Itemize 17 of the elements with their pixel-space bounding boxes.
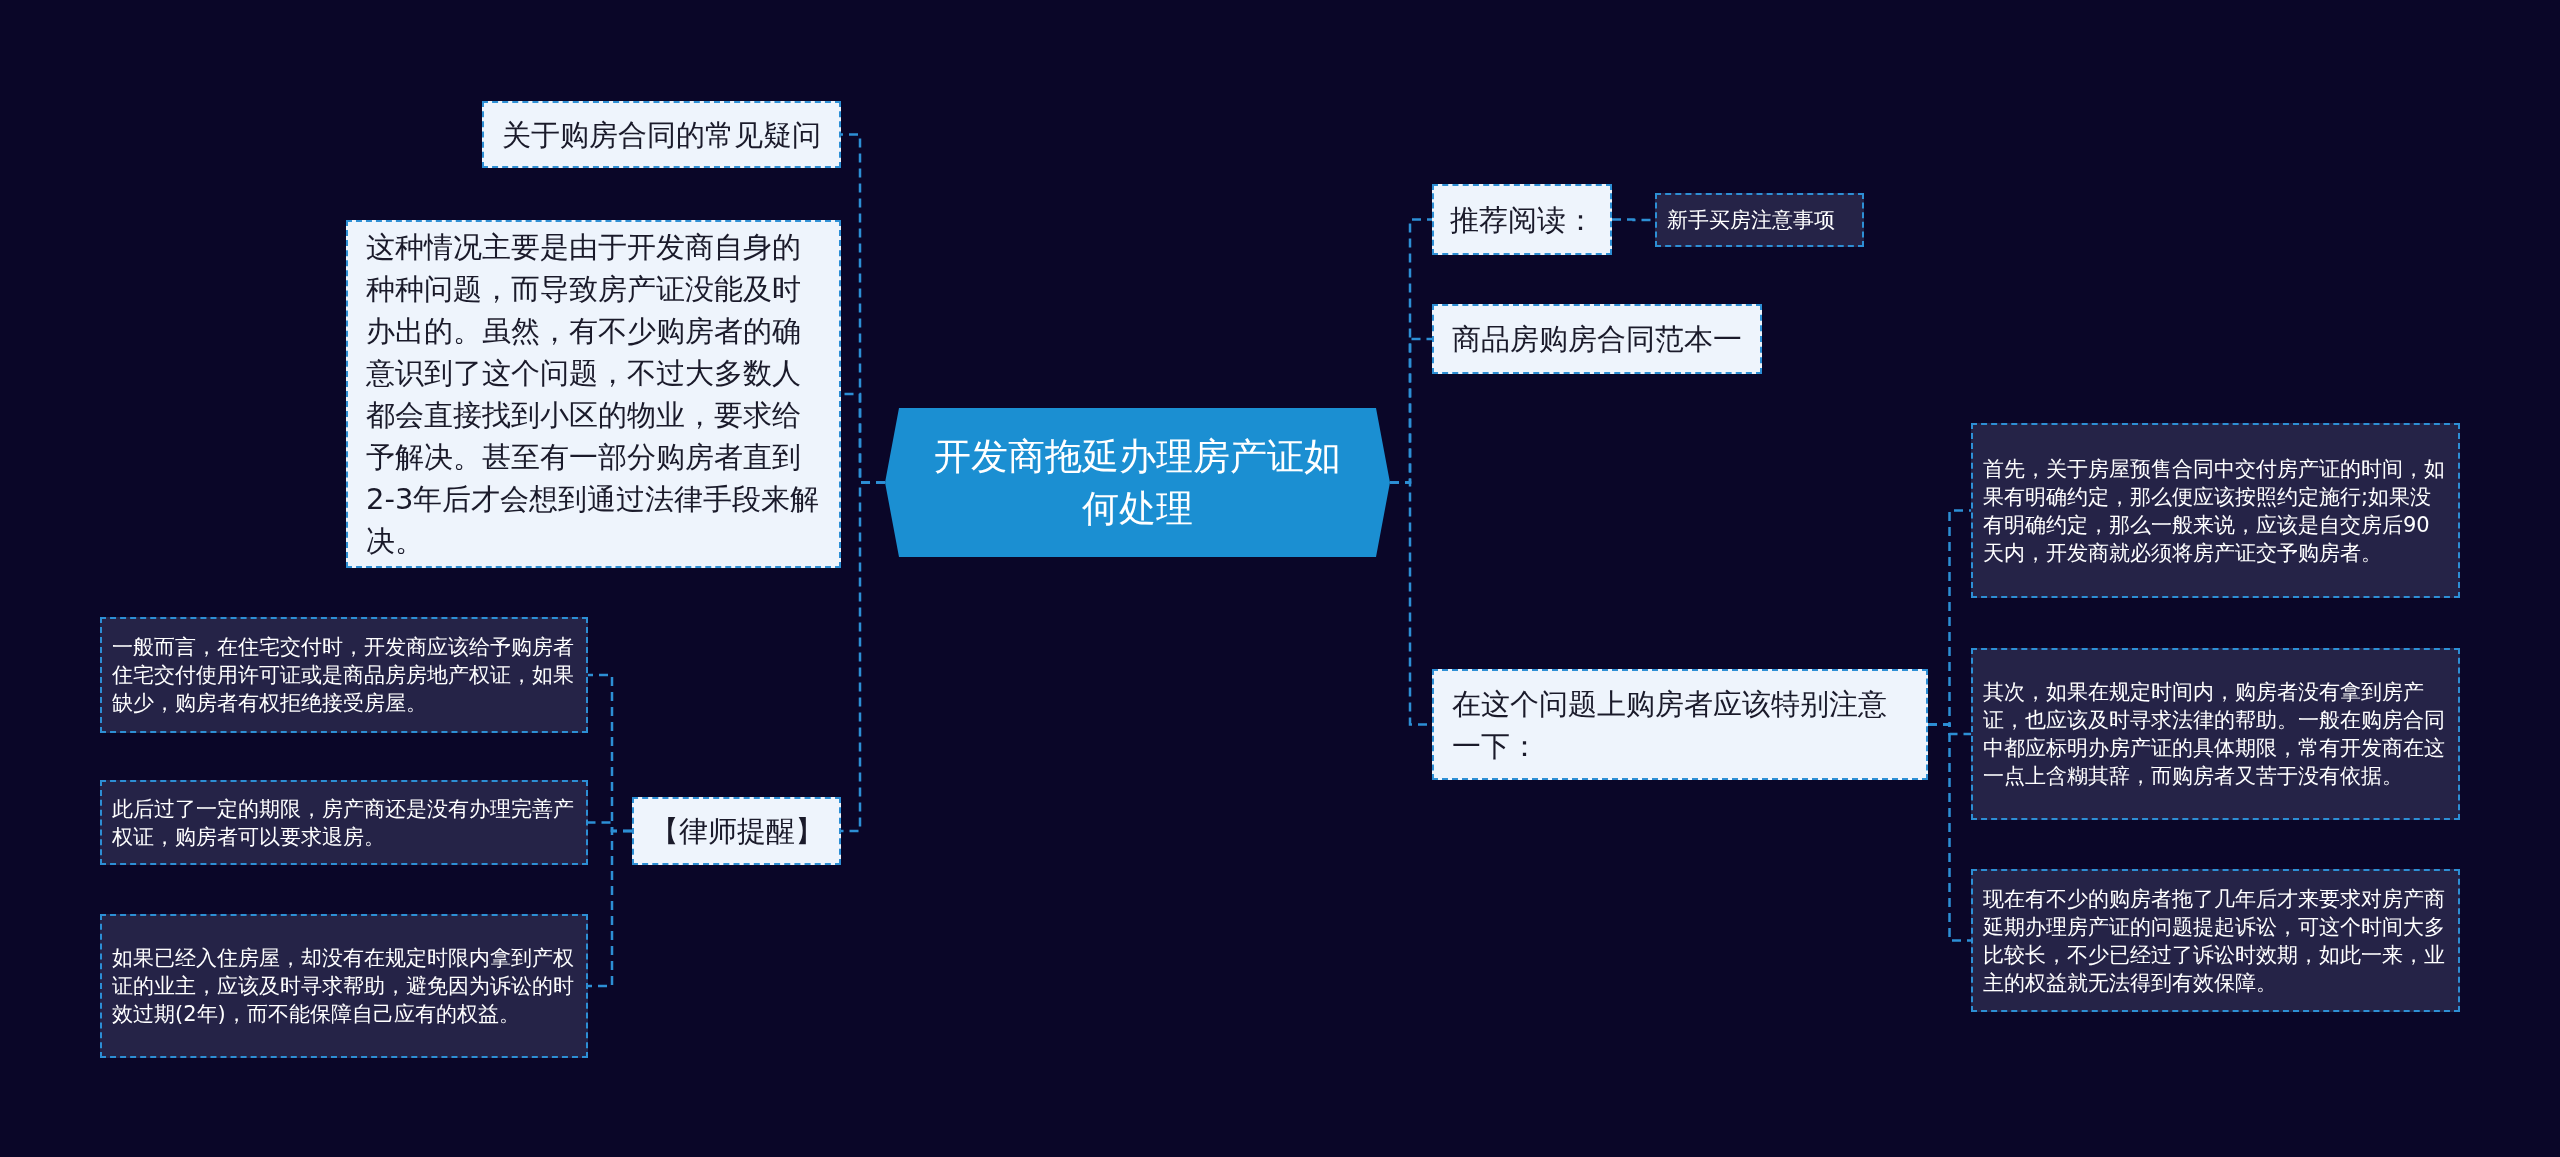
topic-box: 这种情况主要是由于开发商自身的种种问题，而导致房产证没能及时办出的。虽然，有不少购房者的确意识到了这个问题，不过大多数人都会直接找到小区的物业，要求给予解决。甚至有一部分购房者直到2-3年后才会想到通过法律手段来解决。 xyxy=(346,220,841,568)
subtopic-box: 新手买房注意事项 xyxy=(1655,193,1864,247)
topic-box: 在这个问题上购房者应该特别注意一下： xyxy=(1432,669,1928,780)
topic-box: 商品房购房合同范本一 xyxy=(1432,304,1762,374)
topic-box: 关于购房合同的常见疑问 xyxy=(482,101,841,168)
topic-box: 推荐阅读： xyxy=(1432,184,1612,255)
connector xyxy=(841,481,885,833)
central-topic: 开发商拖延办理房产证如何处理 xyxy=(885,408,1390,557)
subtopic-box: 此后过了一定的期限，房产商还是没有办理完善产权证，购房者可以要求退房。 xyxy=(100,780,588,865)
subtopic-box: 现在有不少的购房者拖了几年后才来要求对房产商延期办理房产证的问题提起诉讼，可这个时间大多比较长，不少已经过了诉讼时效期，如此一来，业主的权益就无法得到有效保障。 xyxy=(1971,869,2460,1012)
subtopic-box: 其次，如果在规定时间内，购房者没有拿到房产证，也应该及时寻求法律的帮助。一般在购房合同中都应标明办房产证的具体期限，常有开发商在这一点上含糊其辞，而购房者又苦于没有依据。 xyxy=(1971,648,2460,820)
connector xyxy=(588,829,632,988)
subtopic-box: 首先，关于房屋预售合同中交付房产证的时间，如果有明确约定，那么便应该按照约定施行;如果没有明确约定，那么一般来说，应该是自交房后90天内，开发商就必须将房产证交予购房者。 xyxy=(1971,423,2460,598)
subtopic-box: 一般而言，在住宅交付时，开发商应该给予购房者住宅交付使用许可证或是商品房房地产权证，如果缺少，购房者有权拒绝接受房屋。 xyxy=(100,617,588,733)
topic-box: 【律师提醒】 xyxy=(632,797,841,865)
subtopic-box: 如果已经入住房屋，却没有在规定时限内拿到产权证的业主，应该及时寻求帮助，避免因为诉讼的时效过期(2年)，而不能保障自己应有的权益。 xyxy=(100,914,588,1058)
connector xyxy=(1928,723,1971,942)
